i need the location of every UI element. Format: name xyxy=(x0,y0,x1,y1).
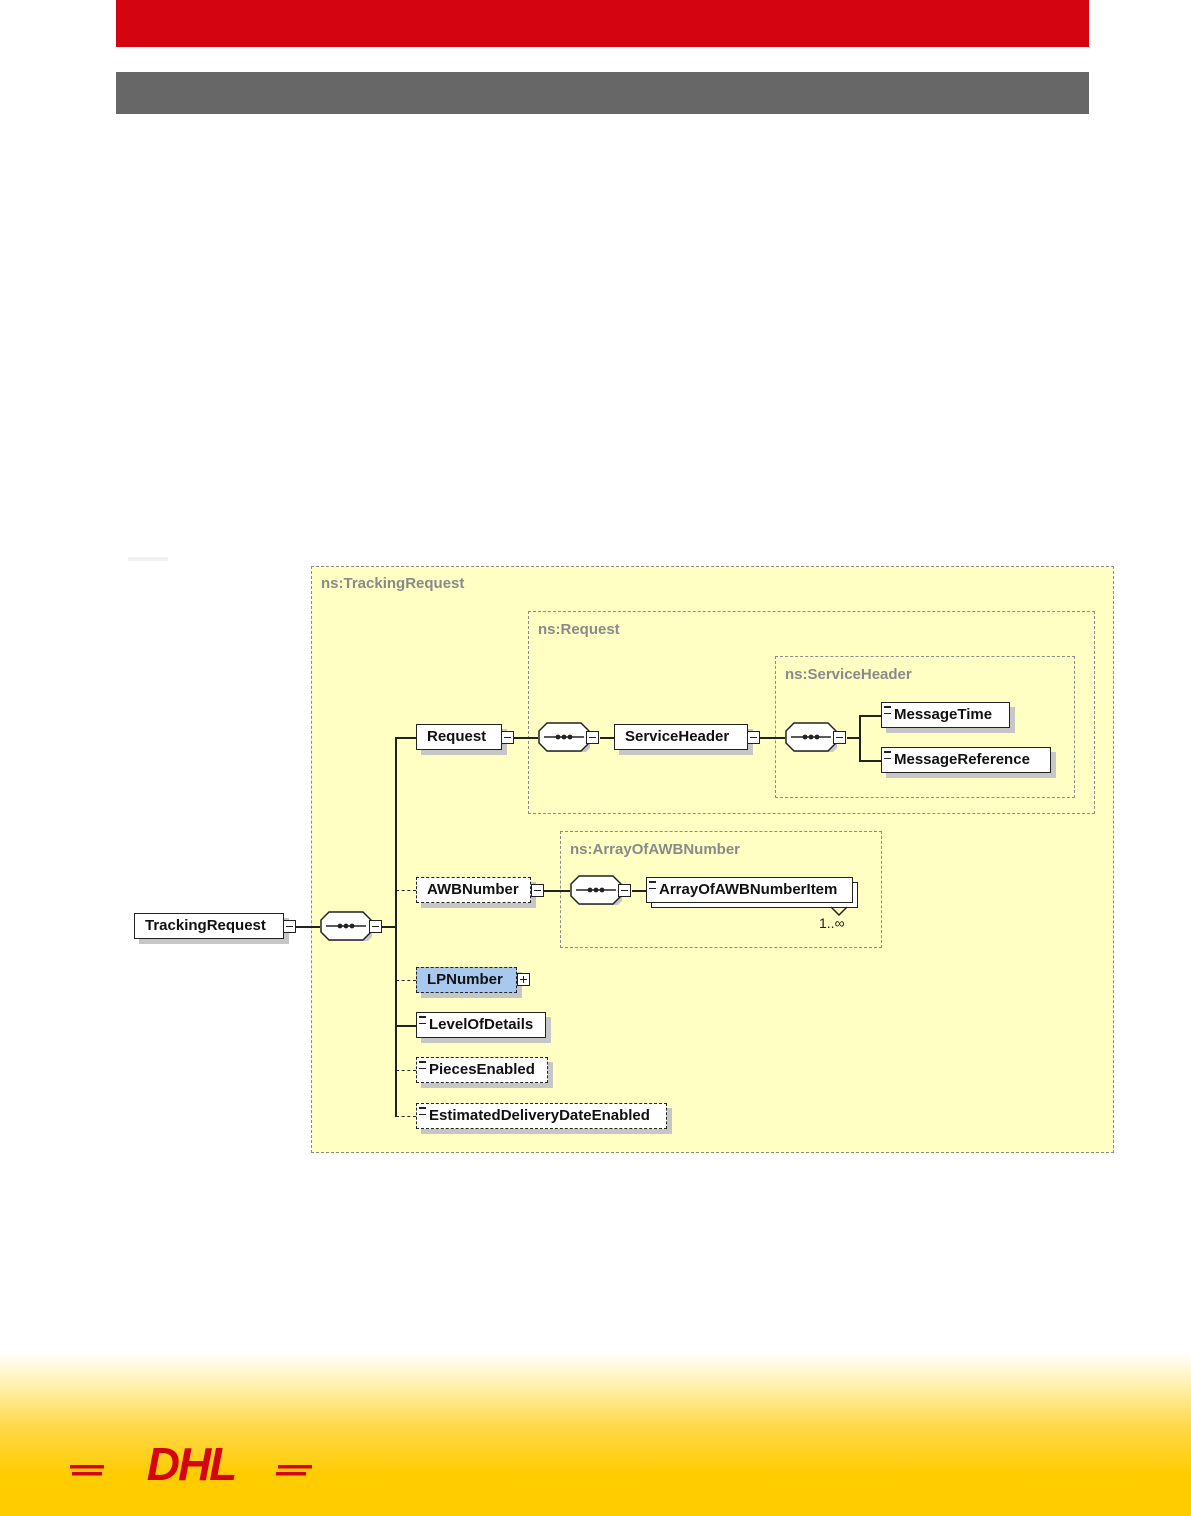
connector xyxy=(296,926,320,928)
branch-level xyxy=(395,1025,416,1027)
dhl-logo: DHL xyxy=(70,1440,312,1488)
element-request[interactable]: Request xyxy=(416,724,502,750)
connector xyxy=(859,715,861,761)
collapse-toggle-icon[interactable] xyxy=(531,884,544,897)
sequence-icon xyxy=(570,875,622,905)
frame-request xyxy=(528,611,1095,814)
sequence-icon xyxy=(785,722,837,752)
connector xyxy=(600,737,614,739)
collapse-toggle-icon[interactable] xyxy=(747,731,760,744)
element-awb-number[interactable]: AWBNumber xyxy=(416,877,531,903)
frame-array-of-awb xyxy=(560,831,882,948)
collapse-toggle-icon[interactable] xyxy=(369,920,382,933)
frame-service-header xyxy=(775,656,1075,798)
element-message-reference[interactable]: MessageReference xyxy=(881,747,1051,773)
sequence-icon xyxy=(320,911,372,941)
connector xyxy=(760,737,785,739)
element-lp-number[interactable]: LPNumber xyxy=(416,967,517,993)
element-edd-enabled[interactable]: EstimatedDeliveryDateEnabled xyxy=(416,1103,667,1129)
collapse-toggle-icon[interactable] xyxy=(501,731,514,744)
frame-label-request: ns:Request xyxy=(538,621,620,638)
connector xyxy=(859,760,881,762)
frame-label-service-header: ns:ServiceHeader xyxy=(785,666,912,683)
connector xyxy=(632,890,646,892)
branch-pieces xyxy=(396,1070,416,1071)
element-pieces-enabled[interactable]: PiecesEnabled xyxy=(416,1057,548,1083)
element-awb-item[interactable]: ArrayOfAWBNumberItem xyxy=(646,877,853,903)
collapse-toggle-icon[interactable] xyxy=(833,731,846,744)
element-level-of-details[interactable]: LevelOfDetails xyxy=(416,1012,546,1038)
faint-artifact xyxy=(128,557,168,561)
header-red-bar xyxy=(116,0,1089,47)
cardinality-label: 1..∞ xyxy=(819,915,845,931)
connector xyxy=(859,715,881,717)
connector xyxy=(544,890,570,892)
frame-label-tracking-request: ns:TrackingRequest xyxy=(321,575,465,592)
expand-toggle-icon[interactable] xyxy=(517,973,530,986)
element-message-time[interactable]: MessageTime xyxy=(881,702,1010,728)
connector xyxy=(514,737,538,739)
branch-request xyxy=(395,737,416,739)
sequence-icon xyxy=(538,722,590,752)
branch-lp xyxy=(396,980,416,981)
connector xyxy=(847,737,860,739)
branch-awb xyxy=(396,890,416,891)
collapse-toggle-icon[interactable] xyxy=(283,920,296,933)
frame-label-array-of-awb: ns:ArrayOfAWBNumber xyxy=(570,841,741,858)
footer-band xyxy=(0,1352,1191,1516)
element-tracking-request[interactable]: TrackingRequest xyxy=(134,913,284,939)
collapse-toggle-icon[interactable] xyxy=(586,731,599,744)
header-gray-bar xyxy=(116,72,1089,114)
dhl-logo-text: DHL xyxy=(147,1440,236,1488)
element-service-header[interactable]: ServiceHeader xyxy=(614,724,748,750)
repeat-indicator-icon xyxy=(830,906,848,916)
trunk-solid xyxy=(395,737,397,1117)
connector xyxy=(382,926,396,928)
branch-edd xyxy=(396,1116,416,1117)
frame-tracking-request xyxy=(311,566,1114,1153)
collapse-toggle-icon[interactable] xyxy=(618,884,631,897)
